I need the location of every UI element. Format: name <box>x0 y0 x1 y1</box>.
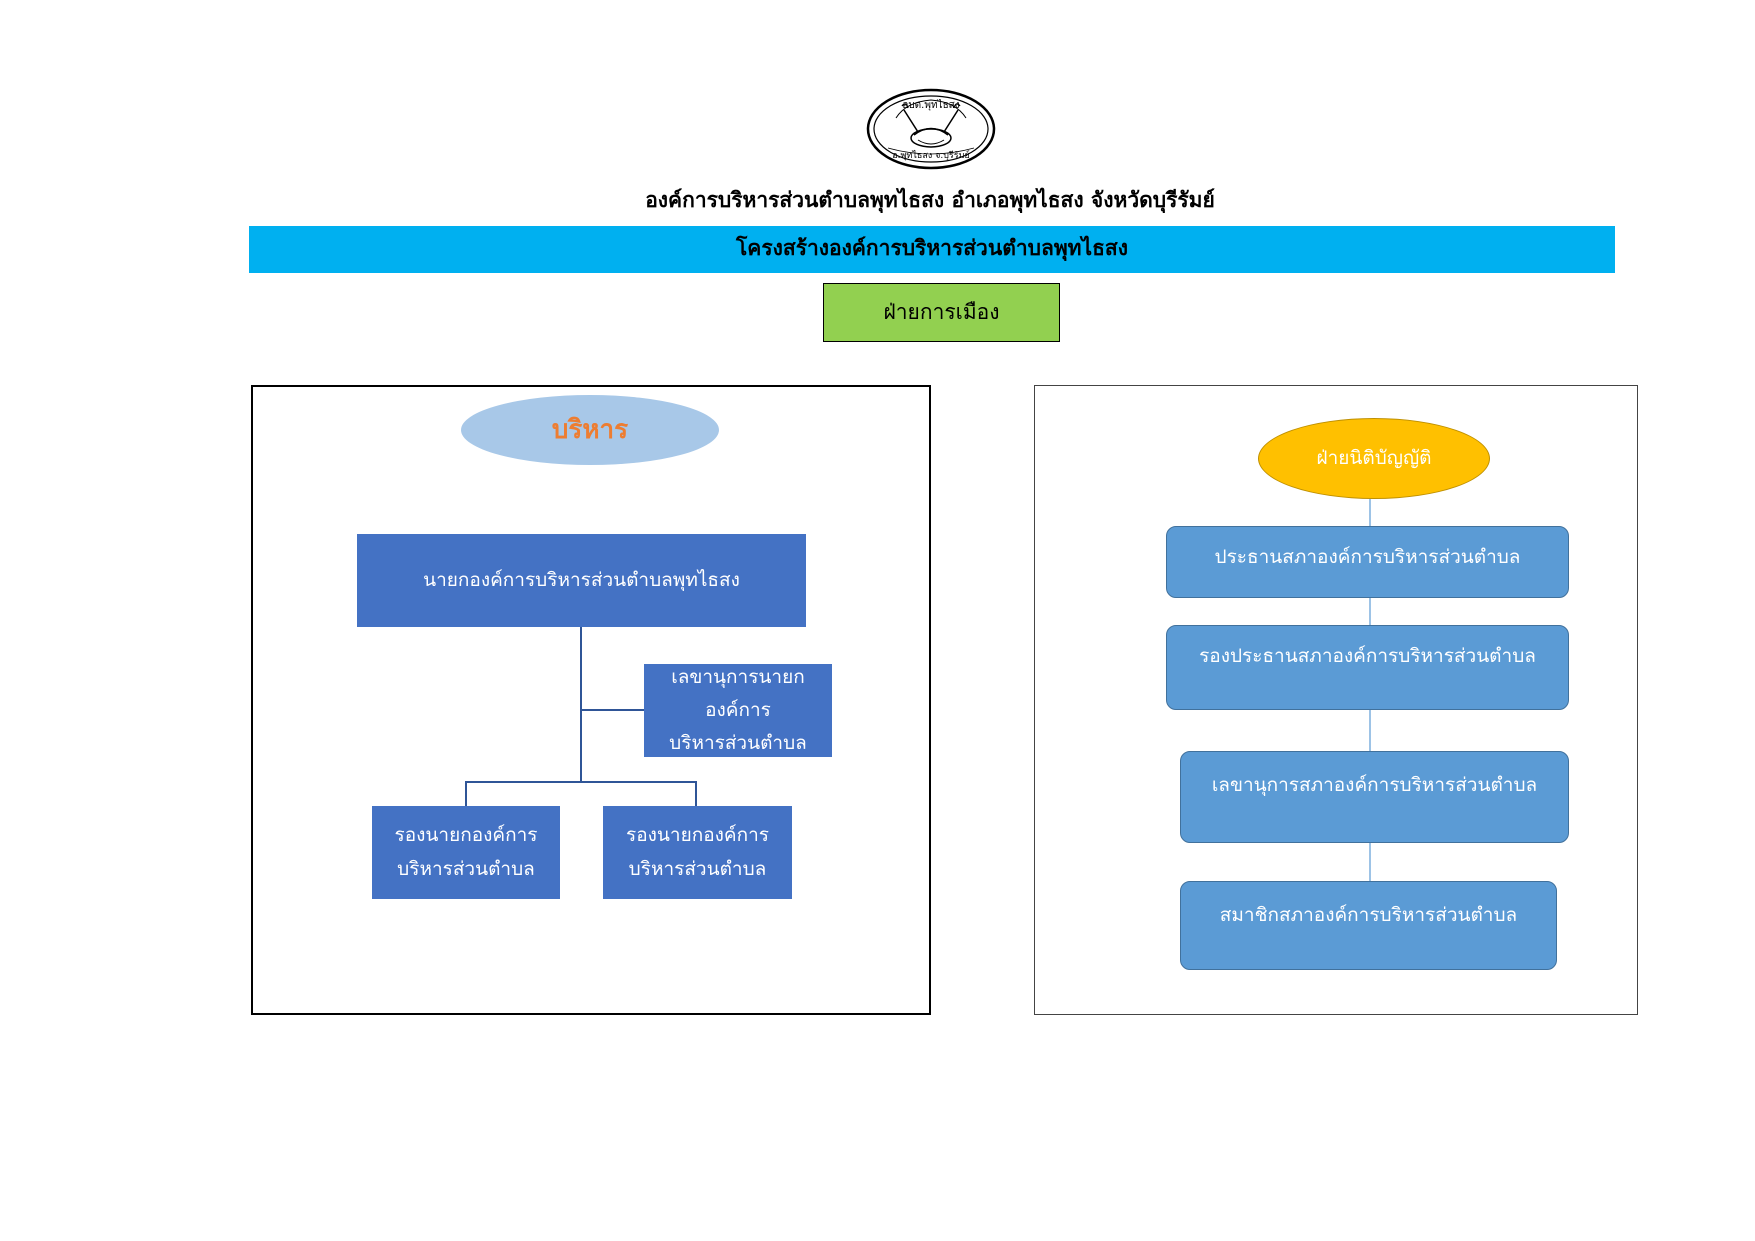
organization-seal-logo: อบต.พุทไธสง อ.พุทไธสง จ.บุรีรัมย์ <box>866 88 996 170</box>
political-wing-box: ฝ่ายการเมือง <box>823 283 1060 342</box>
structure-title-banner: โครงสร้างองค์การบริหารส่วนตำบลพุทไธสง <box>249 226 1615 273</box>
council-vice-president-box: รองประธานสภาองค์การบริหารส่วนตำบล <box>1166 625 1569 710</box>
legislative-heading-oval: ฝ่ายนิติบัญญัติ <box>1258 418 1490 499</box>
seal-bottom-text: อ.พุทไธสง จ.บุรีรัมย์ <box>892 149 970 161</box>
deputy2-drop-line <box>695 781 697 806</box>
mayor-secretary-line1: เลขานุการนายกองค์การ <box>671 665 805 721</box>
council-members-box: สมาชิกสภาองค์การบริหารส่วนตำบล <box>1180 881 1557 970</box>
deputy-mayor-box-2: รองนายกองค์การ บริหารส่วนตำบล <box>603 806 792 899</box>
deputy-mayor-1-line1: รองนายกองค์การ <box>394 824 538 847</box>
secretary-branch-line <box>580 709 644 711</box>
leg-connector-4 <box>1369 843 1371 881</box>
leg-connector-3 <box>1369 710 1371 751</box>
mayor-secretary-box: เลขานุการนายกองค์การ บริหารส่วนตำบล <box>644 664 832 757</box>
executive-heading-oval: บริหาร <box>461 395 719 465</box>
seal-top-text: อบต.พุทไธสง <box>902 99 959 111</box>
deputy-mayor-box-1: รองนายกองค์การ บริหารส่วนตำบล <box>372 806 560 899</box>
organization-title: องค์การบริหารส่วนตำบลพุทไธสง อำเภอพุทไธส… <box>645 188 1215 212</box>
deputy-horizontal-line <box>465 781 697 783</box>
deputy-mayor-2-line2: บริหารส่วนตำบล <box>628 857 767 880</box>
leg-connector-2 <box>1369 598 1371 625</box>
deputy-mayor-1-line2: บริหารส่วนตำบล <box>397 857 535 880</box>
deputy1-drop-line <box>465 781 467 806</box>
deputy-mayor-2-line1: รองนายกองค์การ <box>626 824 769 847</box>
council-secretary-box: เลขานุการสภาองค์การบริหารส่วนตำบล <box>1180 751 1569 843</box>
mayor-trunk-line <box>580 627 582 782</box>
leg-connector-1 <box>1369 499 1371 526</box>
mayor-secretary-line2: บริหารส่วนตำบล <box>669 732 807 755</box>
council-president-box: ประธานสภาองค์การบริหารส่วนตำบล <box>1166 526 1569 598</box>
mayor-box: นายกองค์การบริหารส่วนตำบลพุทไธสง <box>357 534 806 627</box>
